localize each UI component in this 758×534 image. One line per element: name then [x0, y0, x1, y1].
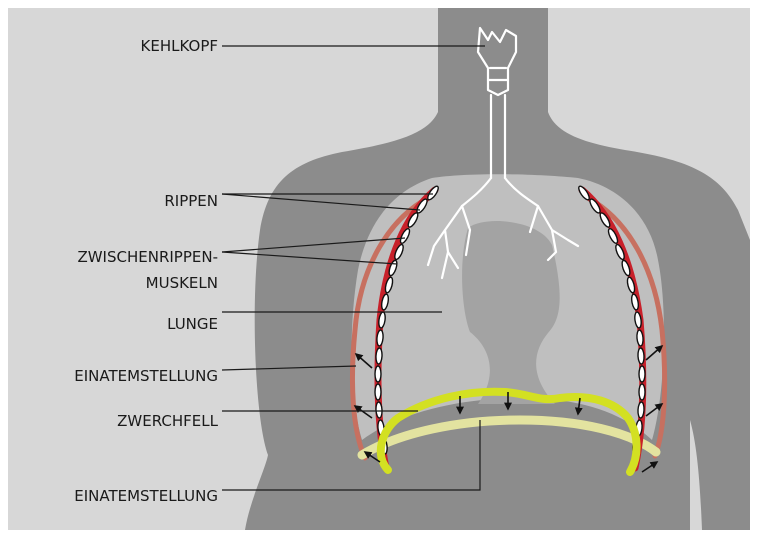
label-muskeln: MUSKELN: [146, 274, 218, 292]
label-einatemstellung-upper: EINATEMSTELLUNG: [74, 367, 218, 385]
label-kehlkopf: KEHLKOPF: [141, 37, 218, 55]
label-lunge: LUNGE: [167, 315, 218, 333]
label-rippen: RIPPEN: [164, 192, 218, 210]
label-zwischenrippen: ZWISCHENRIPPEN-: [77, 248, 218, 266]
label-einatemstellung-lower: EINATEMSTELLUNG: [74, 487, 218, 505]
label-zwerchfell: ZWERCHFELL: [117, 412, 218, 430]
